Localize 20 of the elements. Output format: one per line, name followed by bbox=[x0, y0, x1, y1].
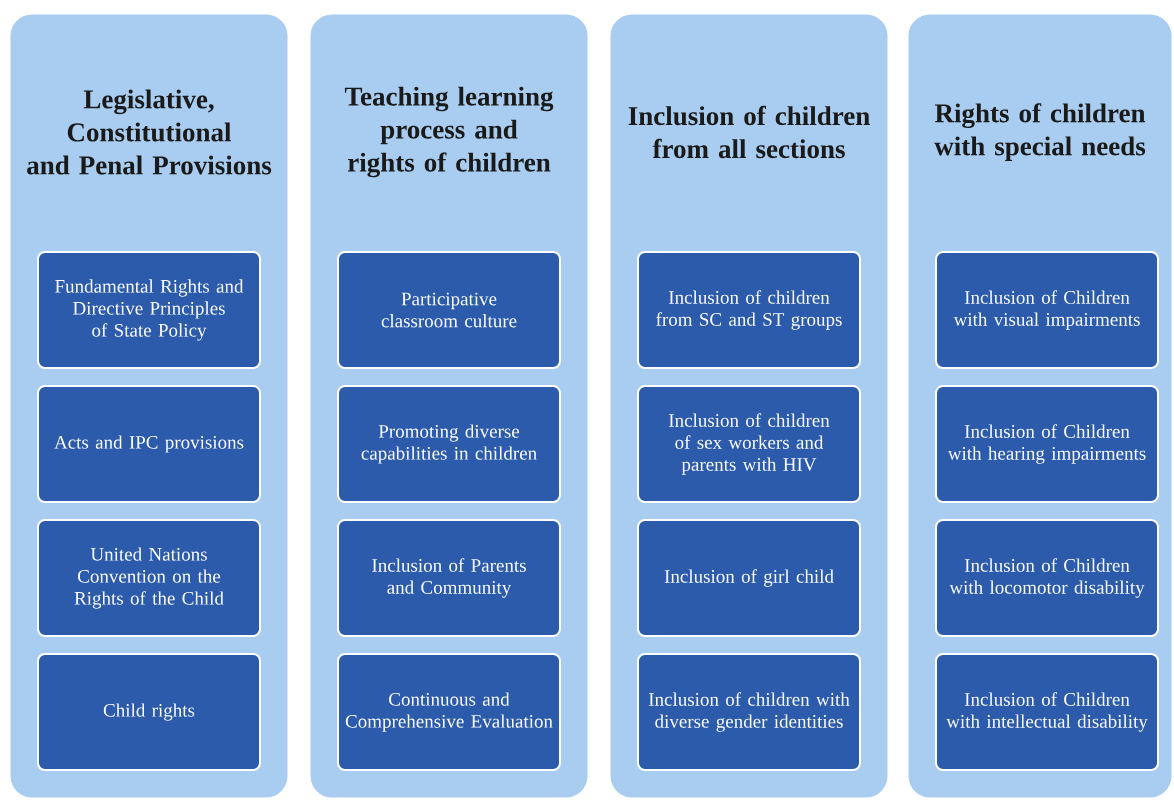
item-box: Inclusion of children from SC and ST groups bbox=[637, 251, 861, 369]
item-box: Promoting diverse capabilities in children bbox=[337, 385, 561, 503]
item-box: Fundamental Rights and Directive Principles of State Policy bbox=[37, 251, 261, 369]
item-box: Inclusion of Parents and Community bbox=[337, 519, 561, 637]
item-box: Inclusion of children with diverse gender identities bbox=[637, 653, 861, 771]
panel-heading: Teaching learning process and rights of children bbox=[344, 86, 554, 178]
item-box: Inclusion of girl child bbox=[637, 519, 861, 637]
item-box: Inclusion of Children with intellectual disability bbox=[935, 653, 1159, 771]
panel-heading: Legislative, Constitutional and Penal Provisions bbox=[27, 89, 272, 175]
item-box: Child rights bbox=[37, 653, 261, 771]
item-box: Inclusion of Children with hearing impairments bbox=[935, 385, 1159, 503]
panel-heading: Rights of children with special needs bbox=[934, 103, 1146, 161]
item-box: United Nations Convention on the Rights of the Child bbox=[37, 519, 261, 637]
item-box: Inclusion of children of sex workers and parents with HIV bbox=[637, 385, 861, 503]
item-box: Inclusion of Children with visual impairments bbox=[935, 251, 1159, 369]
item-box: Acts and IPC provisions bbox=[37, 385, 261, 503]
panel-heading: Inclusion of children from all sections bbox=[628, 105, 870, 159]
item-box: Participative classroom culture bbox=[337, 251, 561, 369]
item-box: Inclusion of Children with locomotor disability bbox=[935, 519, 1159, 637]
item-box: Continuous and Comprehensive Evaluation bbox=[337, 653, 561, 771]
